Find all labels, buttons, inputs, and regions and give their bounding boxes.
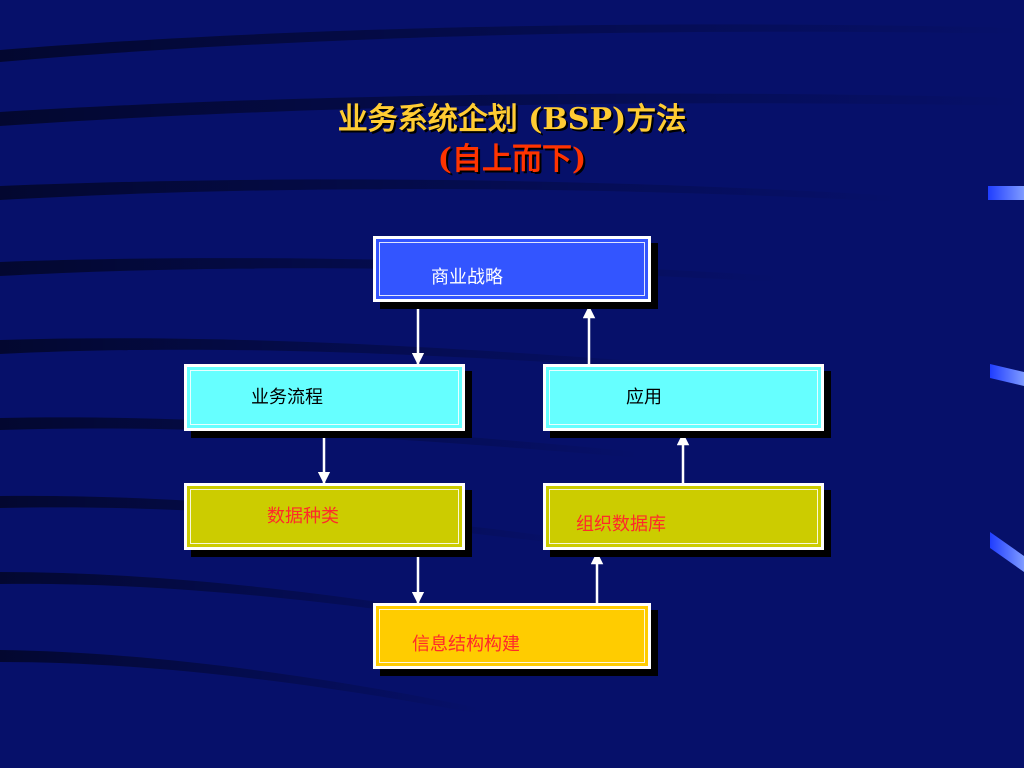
node-organize-database-label: 组织数据库 <box>576 514 666 535</box>
node-application: 应用 <box>543 364 824 431</box>
node-application-label: 应用 <box>626 387 662 408</box>
node-business-strategy-label: 商业战略 <box>431 267 503 288</box>
edge-tab-2 <box>990 364 1024 386</box>
node-data-types-label: 数据种类 <box>267 506 339 527</box>
node-info-structure-build: 信息结构构建 <box>373 603 651 669</box>
node-business-strategy: 商业战略 <box>373 236 651 302</box>
slide-title: 业务系统企划 (BSP)方法 <box>337 102 687 137</box>
edge-tab-3 <box>990 532 1024 572</box>
node-data-types: 数据种类 <box>184 483 465 550</box>
node-business-process: 业务流程 <box>184 364 465 431</box>
node-organize-database: 组织数据库 <box>543 483 824 550</box>
slide-subtitle: (自上而下) <box>437 142 587 177</box>
node-info-structure-build-label: 信息结构构建 <box>412 634 520 655</box>
node-business-process-label: 业务流程 <box>251 387 323 408</box>
edge-tab-1 <box>988 186 1024 200</box>
